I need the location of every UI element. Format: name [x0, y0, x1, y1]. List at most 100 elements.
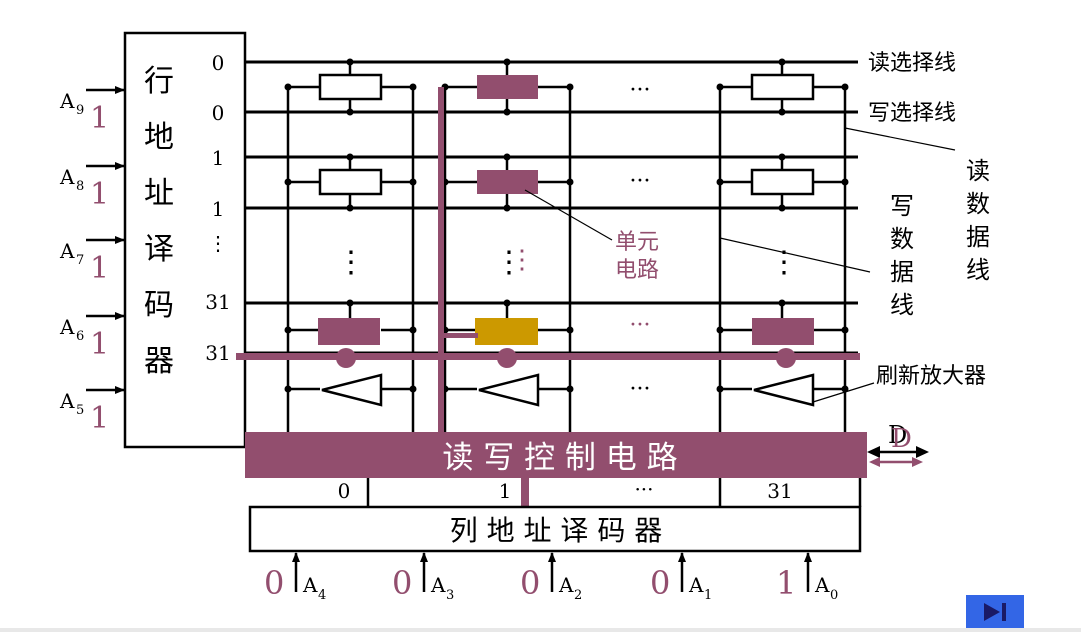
row-decoder-char: 址 — [144, 176, 174, 211]
memory-cells — [318, 73, 815, 345]
selected-cell-tap — [444, 333, 478, 338]
write-data-line-char: 据 — [890, 258, 914, 286]
cell-circuit-label-2: 电路 — [615, 258, 659, 283]
ellipses: ··· ··· ··· ··· — [630, 78, 651, 402]
selected-paths — [236, 87, 860, 432]
row-input-value: 1 — [90, 101, 109, 136]
row-label: 1 — [212, 197, 225, 221]
col-input-name: A — [814, 573, 830, 597]
col-input-value: 0 — [264, 564, 284, 602]
row-input-name: A — [59, 315, 75, 339]
refresh-amplifiers — [321, 373, 815, 407]
read-select-line-label: 读选择线 — [868, 51, 956, 76]
vdots-col-1: ⋮ — [494, 245, 524, 280]
row-input-value: 1 — [90, 327, 109, 362]
next-slide-icon — [984, 603, 1006, 621]
cell-31-1-selected — [475, 318, 538, 345]
row-label: 0 — [212, 51, 225, 75]
data-io-label-overlay: D — [891, 424, 912, 454]
row-input-sub: 7 — [76, 253, 84, 268]
col-label-0: 0 — [338, 479, 351, 503]
cell-0-31 — [750, 73, 815, 101]
selected-column-select — [521, 478, 529, 508]
refresh-amp-label: 刷新放大器 — [876, 364, 986, 389]
cell-1-0 — [318, 168, 383, 196]
row-label: 31 — [205, 341, 230, 365]
vdots-col-0: ⋮ — [336, 245, 366, 280]
cell-31-0 — [318, 318, 380, 345]
cell-0-0 — [318, 73, 383, 101]
row-label: ⋮ — [208, 231, 228, 255]
cell-circuit-label-1: 单元 — [615, 230, 659, 255]
col-input-sub: 4 — [318, 588, 326, 603]
ellipsis-amp: ··· — [630, 377, 651, 402]
col-input-value: 1 — [776, 564, 796, 602]
ellipsis-row-31: ··· — [630, 313, 651, 338]
row-decoder-char: 行 — [144, 64, 174, 99]
col-label-1: 1 — [499, 479, 512, 503]
write-select-line-label: 写选择线 — [868, 101, 956, 126]
row-label: 0 — [212, 101, 225, 125]
row-decoder-char: 器 — [144, 344, 174, 379]
cell-1-31 — [750, 168, 815, 196]
write-data-line-char: 线 — [890, 291, 914, 319]
row-decoder-char: 地 — [144, 120, 174, 155]
col-decoder-box — [248, 505, 862, 553]
ellipsis-row-1: ··· — [630, 169, 651, 194]
col-input-value: 0 — [520, 564, 540, 602]
selected-column-line — [438, 87, 444, 432]
row-input-name: A — [59, 239, 75, 263]
col-label-31: 31 — [767, 479, 792, 503]
row-decoder-char: 译 — [144, 232, 174, 267]
col-input-sub: 0 — [830, 588, 838, 603]
write-data-line-char: 写 — [890, 192, 914, 220]
row-input-value: 1 — [90, 401, 109, 436]
row-input-name: A — [59, 89, 75, 113]
col-decoder-label: 列 地 址 译 码 器 — [450, 514, 663, 547]
next-slide-button[interactable] — [966, 595, 1024, 629]
rw-control-box — [245, 432, 867, 478]
col-label-ellipsis: ··· — [634, 477, 653, 501]
write-data-line-char: 数 — [890, 225, 914, 253]
col-input-name: A — [558, 573, 574, 597]
row-label: 1 — [212, 146, 225, 170]
row-input-sub: 6 — [76, 329, 84, 344]
row-input-sub: 9 — [76, 103, 84, 118]
select-dot-1 — [497, 348, 517, 368]
vertical-dots: ⋮ ⋮ ⋮ ⋮ — [336, 245, 799, 280]
row-decoder-char: 码 — [144, 288, 174, 323]
amp-icon-1 — [478, 373, 540, 407]
row-input-value: 1 — [90, 177, 109, 212]
col-input-sub: 3 — [446, 588, 454, 603]
read-data-line-char: 据 — [966, 223, 990, 251]
vdots-col-1-accent: ⋮ — [509, 245, 535, 275]
row-input-sub: 8 — [76, 179, 84, 194]
read-data-line-char: 线 — [966, 256, 990, 284]
col-input-name: A — [688, 573, 704, 597]
select-dot-0 — [336, 348, 356, 368]
col-input-value: 0 — [650, 564, 670, 602]
bit-lines — [286, 62, 847, 432]
data-io-label: D — [888, 421, 907, 449]
col-input-name: A — [302, 573, 318, 597]
select-dot-31 — [776, 348, 796, 368]
bottom-bar — [0, 628, 1081, 632]
read-data-line-char: 数 — [966, 190, 990, 218]
amp-icon-0 — [321, 373, 383, 407]
